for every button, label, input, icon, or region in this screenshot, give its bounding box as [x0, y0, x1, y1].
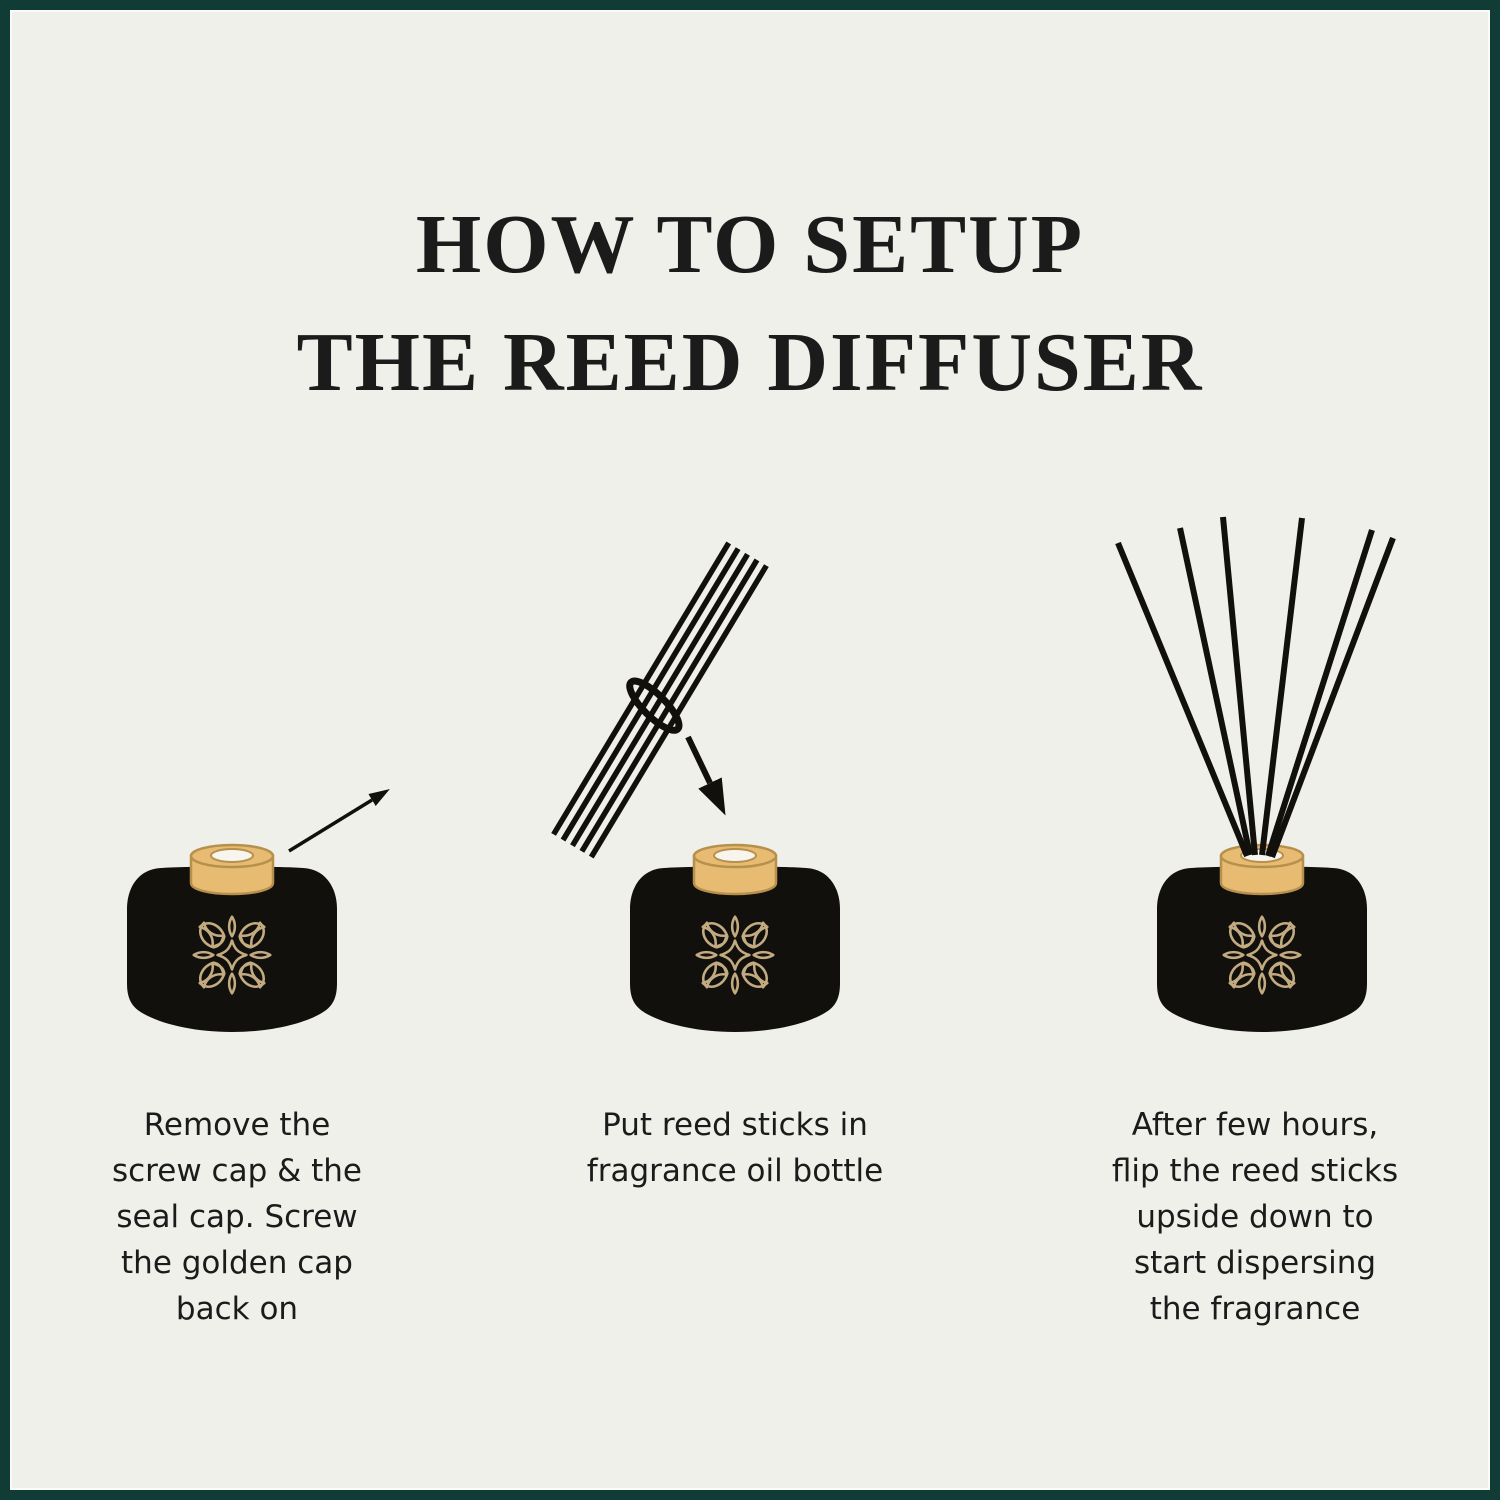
page-title-line-2: THE REED DIFFUSER [296, 316, 1204, 409]
step-2-caption: Put reed sticks in fragrance oil bottle [586, 1107, 884, 1189]
step-3-caption: After few hours, flip the reed sticks up… [1111, 1107, 1399, 1327]
step-3-illustration [1115, 516, 1396, 1045]
diffuser-bottle-icon [630, 845, 840, 1032]
diffuser-bottle-icon [127, 845, 337, 1032]
arrow-up-right-icon [288, 789, 390, 853]
diffuser-bottle-icon [1157, 845, 1367, 1032]
page-title-line-1: HOW TO SETUP [415, 198, 1085, 291]
step-1-illustration [110, 789, 390, 1050]
step-2-illustration [551, 541, 915, 1045]
page-title: HOW TO SETUP THE REED DIFFUSER [10, 186, 1490, 422]
step-1-caption: Remove the screw cap & the seal cap. Scr… [111, 1107, 362, 1327]
reed-sticks-fanned-icon [1115, 516, 1396, 859]
reed-bundle-icon [551, 541, 769, 859]
arrow-down-right-icon [685, 735, 726, 816]
